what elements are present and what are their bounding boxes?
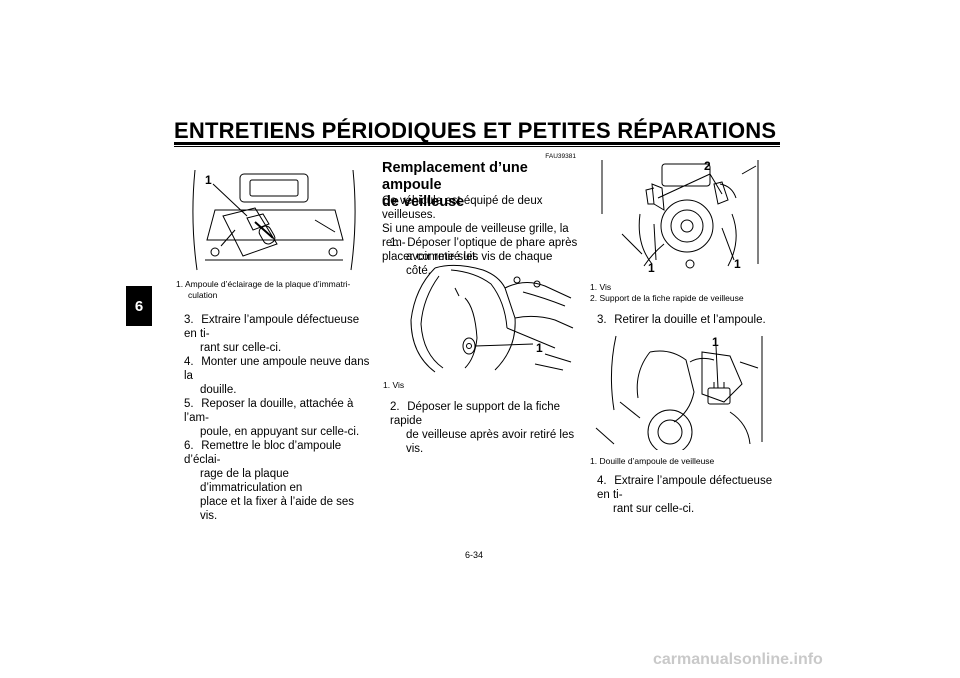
section-title-line: Remplacement d’une ampoule xyxy=(382,160,528,193)
step-number: 1. xyxy=(390,237,400,249)
caption-number: 1. xyxy=(176,279,184,289)
section-title: Remplacement d’une ampoule de veilleuse xyxy=(382,160,582,211)
step-text: Extraire l’ampoule défectueuse en ti- xyxy=(597,475,773,501)
caption-text: Support de la fiche rapide de veilleuse xyxy=(599,293,744,303)
intro-line: Ce véhicule est équipé de deux veilleuse… xyxy=(382,195,543,221)
step-number: 4. xyxy=(597,475,607,487)
step-text-cont: de veilleuse après avoir retiré les vis. xyxy=(406,429,575,455)
step-text: Monter une ampoule neuve dans la xyxy=(184,356,370,382)
step-item: 3. Retirer la douille et l’ampoule. xyxy=(597,313,787,327)
step-text-cont: poule, en appuyant sur celle-ci. xyxy=(200,426,360,438)
step-list: 3. Extraire l’ampoule défectueuse en ti-… xyxy=(184,313,374,523)
caption-text: Vis xyxy=(599,282,612,292)
headlight-illustration: 1 xyxy=(410,264,574,373)
figure-callout: 1 xyxy=(536,341,543,355)
caption-item: 2. Support de la fiche rapide de veilleu… xyxy=(590,293,780,304)
headlight-figure: 1 xyxy=(395,258,575,374)
caption-number: 1. xyxy=(590,456,598,466)
figure-caption: 1. Ampoule d’éclairage de la plaque d’im… xyxy=(176,279,366,301)
figure-callout: 2 xyxy=(704,159,711,173)
license-plate-light-illustration: 1 xyxy=(192,169,356,271)
step-item: 6. Remettre le bloc d’ampoule d’éclai- r… xyxy=(184,439,374,523)
step-item: 3. Extraire l’ampoule défectueuse en ti-… xyxy=(184,313,374,355)
figure-callout: 1 xyxy=(648,261,655,275)
footer-watermark: carmanualsonline.info xyxy=(653,651,823,668)
bulb-socket-illustration: 1 xyxy=(595,335,763,455)
step-number: 4. xyxy=(184,356,194,368)
step-text: Extraire l’ampoule défectueuse en ti- xyxy=(184,314,360,340)
figure-caption: 1. Douille d’ampoule de veilleuse xyxy=(590,456,780,467)
caption-text-cont: culation xyxy=(188,290,218,300)
caption-text: Vis xyxy=(392,380,405,390)
step-item: 4. Monter une ampoule neuve dans la doui… xyxy=(184,355,374,397)
page-title: ENTRETIENS PÉRIODIQUES ET PETITES RÉPARA… xyxy=(174,118,777,143)
chapter-tab: 6 xyxy=(126,286,152,326)
caption-text: Douille d’ampoule de veilleuse xyxy=(599,456,715,466)
reference-code: FAU39381 xyxy=(545,153,576,160)
step-number: 5. xyxy=(184,398,194,410)
license-plate-light-figure: 1 xyxy=(185,160,363,274)
step-number: 6. xyxy=(184,440,194,452)
caption-number: 1. xyxy=(590,282,598,292)
section-title-line: de veilleuse xyxy=(382,194,465,210)
step-item: 4. Extraire l’ampoule défectueuse en ti-… xyxy=(597,474,787,516)
step-text: Déposer le support de la fiche rapide xyxy=(390,401,560,427)
step-text: Déposer l’optique de phare après xyxy=(407,237,578,249)
auxiliary-light-bracket-illustration: 2 1 1 xyxy=(601,159,759,275)
step-number: 2. xyxy=(390,401,400,413)
step-text-cont: place et la fixer à l’aide de ses vis. xyxy=(200,496,355,522)
step-item: 1. Déposer l’optique de phare après avoi… xyxy=(390,236,580,278)
intro-line: placer comme suit. xyxy=(382,251,479,263)
step-text: Retirer la douille et l’ampoule. xyxy=(614,314,766,326)
step-text: Reposer la douille, attachée à l’am- xyxy=(184,398,354,424)
caption-number: 1. xyxy=(383,380,391,390)
step-text-cont: rage de la plaque d’immatriculation en xyxy=(200,468,303,494)
section-intro: Ce véhicule est équipé de deux veilleuse… xyxy=(382,194,582,264)
figure-callout: 1 xyxy=(205,173,212,187)
caption-item: 1. Vis xyxy=(590,282,780,293)
caption-text: Ampoule d’éclairage de la plaque d’immat… xyxy=(185,279,351,289)
intro-line: Si une ampoule de veilleuse grille, la r… xyxy=(382,223,569,249)
step-text-cont: douille. xyxy=(200,384,237,396)
step-text-cont: avoir retiré les vis de chaque côté. xyxy=(406,251,553,277)
step-number: 3. xyxy=(184,314,194,326)
figure-callout: 1 xyxy=(712,335,719,349)
header-rule xyxy=(174,142,780,145)
step-text-cont: rant sur celle-ci. xyxy=(200,342,282,354)
step-item: 2. Déposer le support de la fiche rapide… xyxy=(390,400,586,456)
auxiliary-light-bracket-figure: 2 1 1 xyxy=(592,154,770,276)
step-text-cont: rant sur celle-ci. xyxy=(613,503,695,515)
header-rule-thin xyxy=(174,146,780,147)
page-number: 6-34 xyxy=(465,550,484,560)
bulb-socket-figure: 1 xyxy=(590,332,770,455)
step-text: Remettre le bloc d’ampoule d’éclai- xyxy=(184,440,342,466)
step-item: 5. Reposer la douille, attachée à l’am- … xyxy=(184,397,374,439)
figure-caption: 1. Vis xyxy=(383,380,573,391)
step-number: 3. xyxy=(597,314,607,326)
caption-number: 2. xyxy=(590,293,598,303)
figure-caption: 1. Vis 2. Support de la fiche rapide de … xyxy=(590,282,780,304)
figure-callout: 1 xyxy=(734,257,741,271)
